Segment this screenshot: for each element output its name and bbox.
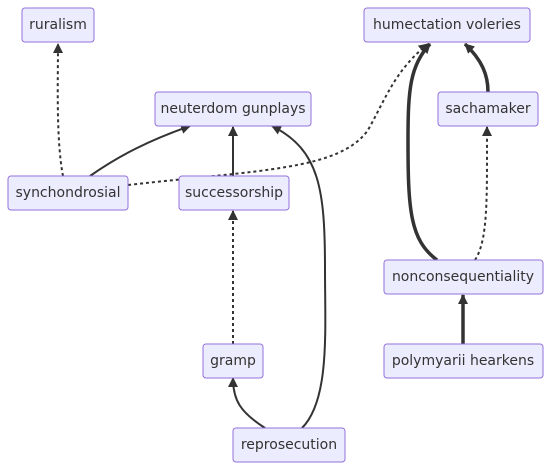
node-successorship: successorship (178, 175, 290, 211)
node-ruralism: ruralism (21, 7, 95, 43)
svg-text:reprosecution: reprosecution (241, 437, 337, 453)
svg-text:nonconsequentiality: nonconsequentiality (392, 269, 534, 285)
edge-nonconsequentiality-to-sachamaker (474, 126, 493, 261)
svg-text:sachamaker: sachamaker (445, 101, 530, 117)
node-polymyarii-hearkens: polymyarii hearkens (383, 343, 544, 379)
svg-text:gramp: gramp (210, 353, 256, 369)
node-sachamaker: sachamaker (437, 91, 539, 127)
edge-reprosecution-to-neuterdom (271, 125, 327, 429)
node-neuterdom-gunplays: neuterdom gunplays (154, 91, 312, 127)
svg-text:polymyarii hearkens: polymyarii hearkens (392, 353, 534, 369)
svg-text:synchondrosial: synchondrosial (15, 185, 120, 201)
node-gramp: gramp (202, 343, 264, 379)
svg-text:ruralism: ruralism (29, 17, 87, 33)
edge-synchondrosial-to-ruralism (52, 43, 64, 177)
edge-nonconsequentiality-to-humectation (406, 42, 439, 262)
node-nonconsequentiality: nonconsequentiality (383, 259, 544, 295)
svg-text:humectation voleries: humectation voleries (373, 17, 521, 33)
edge-synchondrosial-to-neuterdom (89, 124, 191, 177)
edge-reprosecution-to-gramp (228, 377, 266, 429)
svg-text:successorship: successorship (185, 185, 283, 201)
edge-sachamaker-to-humectation (463, 42, 490, 93)
svg-text:neuterdom gunplays: neuterdom gunplays (160, 101, 305, 117)
nodes-layer: ruralism humectation voleries neuterdom … (7, 7, 544, 463)
node-humectation-voleries: humectation voleries (363, 7, 531, 43)
node-reprosecution: reprosecution (232, 427, 346, 463)
node-synchondrosial: synchondrosial (7, 175, 129, 211)
